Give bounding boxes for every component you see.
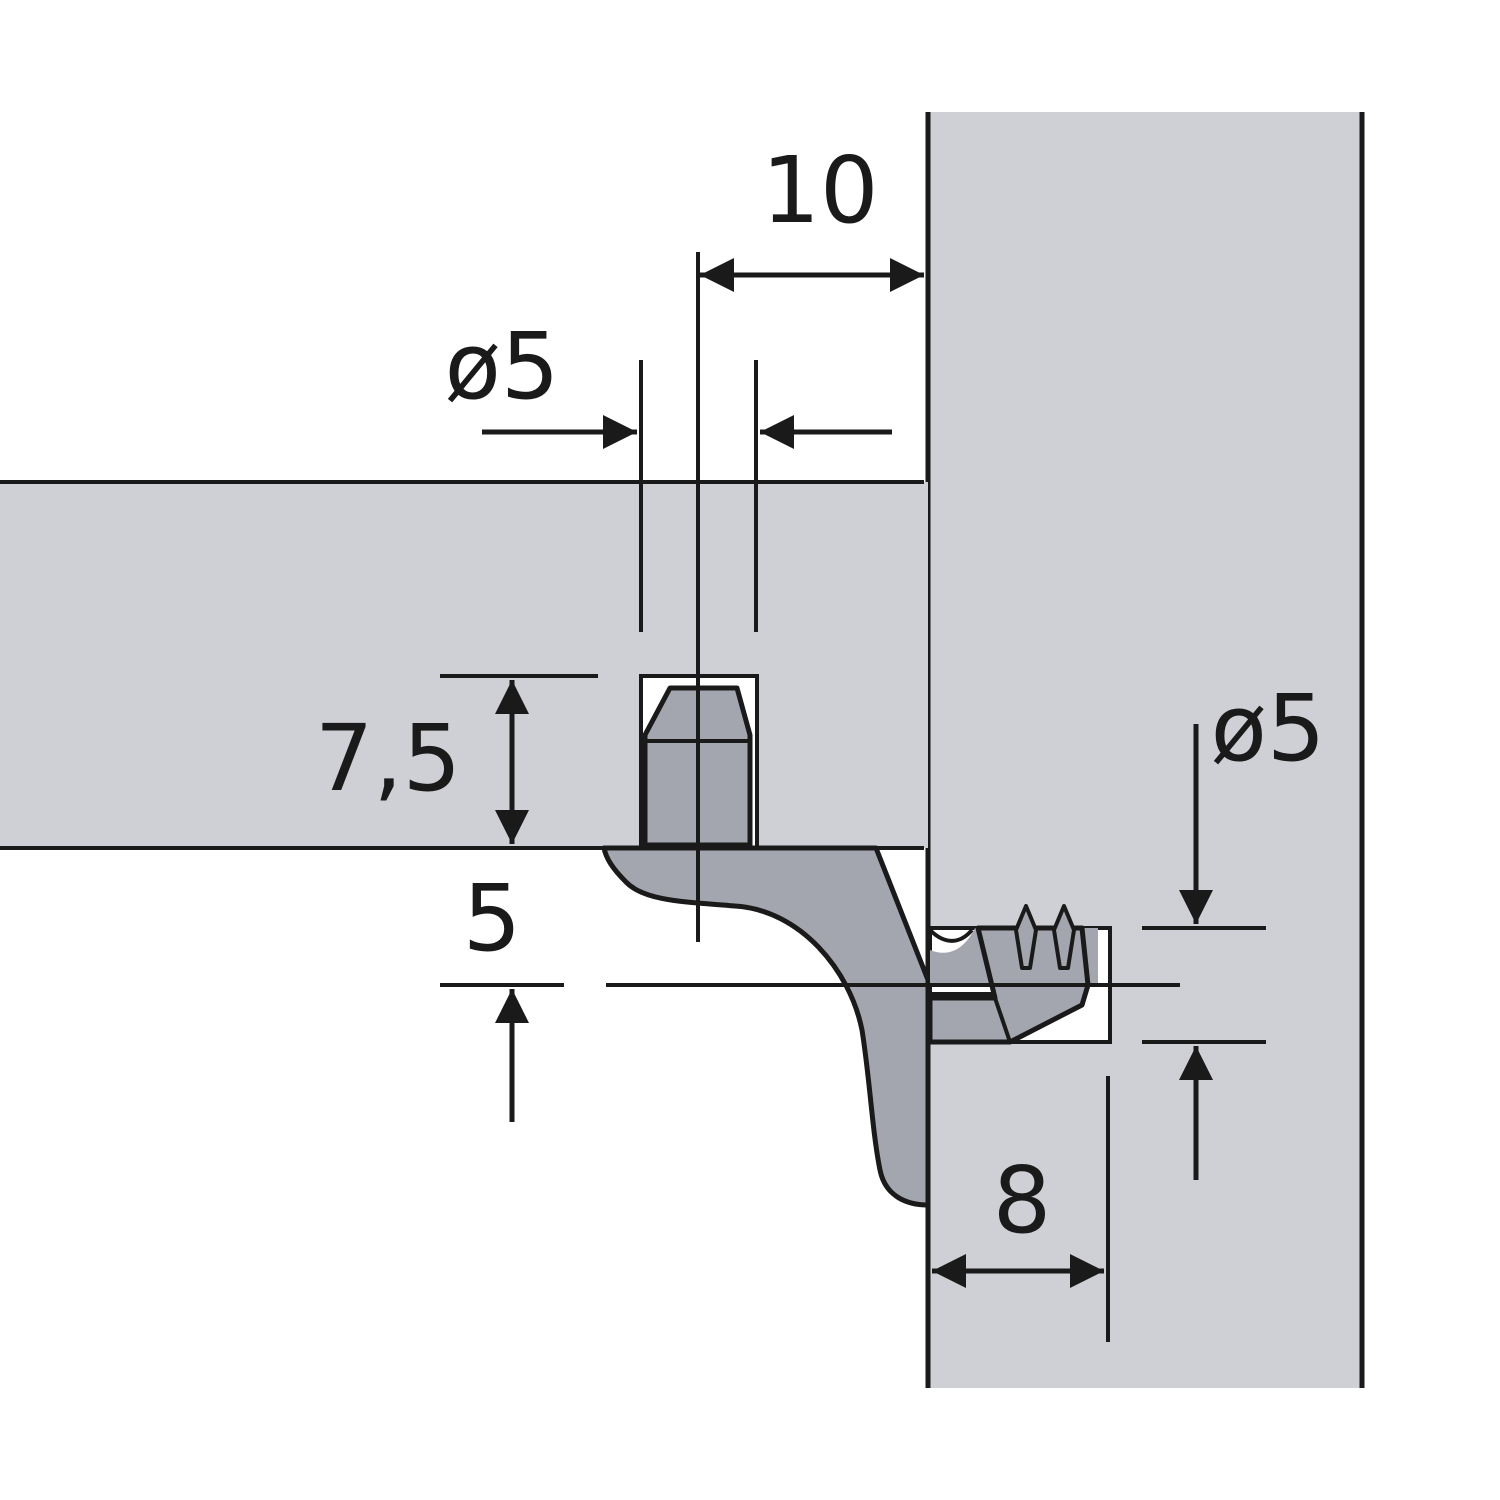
dim-8-label: 8 bbox=[993, 1147, 1052, 1254]
shelf-board bbox=[0, 482, 928, 848]
side-pin-divider bbox=[993, 997, 1012, 1043]
dim-7-5-label: 7,5 bbox=[315, 705, 461, 812]
side-pin-barb-2 bbox=[1052, 904, 1076, 970]
side-pin-barb-1 bbox=[1014, 904, 1038, 970]
dim-top-diameter-label: ø5 bbox=[445, 313, 560, 420]
dim-side-diameter-label: ø5 bbox=[1211, 675, 1326, 782]
bracket-notch bbox=[928, 928, 974, 943]
side-panel bbox=[928, 112, 1362, 1388]
dim-10-label: 10 bbox=[761, 137, 878, 244]
support-bracket bbox=[601, 845, 931, 1208]
dim-5-label: 5 bbox=[463, 865, 522, 972]
